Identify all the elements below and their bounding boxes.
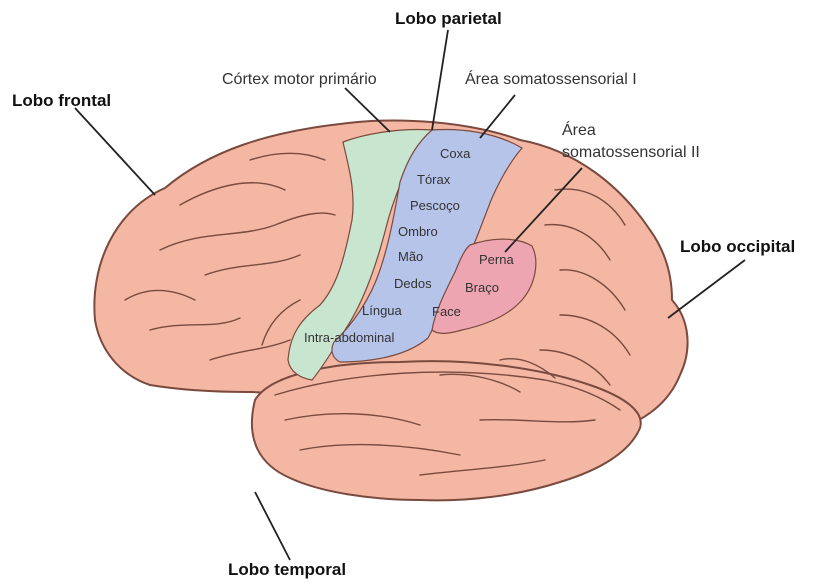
label-lobo-temporal: Lobo temporal	[228, 560, 346, 579]
part-pescoco: Pescoço	[410, 198, 460, 213]
label-somatossensorial-2-line1: Área	[562, 120, 596, 139]
label-lobo-parietal: Lobo parietal	[395, 9, 502, 28]
part-coxa: Coxa	[440, 146, 471, 161]
part-dedos: Dedos	[394, 276, 432, 291]
leader-frontal	[75, 108, 155, 195]
label-somatossensorial-2-line2: somatossensorial II	[562, 144, 700, 161]
label-somatossensorial-1: Área somatossensorial I	[465, 69, 637, 88]
part-perna: Perna	[479, 252, 514, 267]
part-braco: Braço	[465, 280, 499, 295]
leader-s1	[480, 95, 515, 138]
part-intra-abdominal: Intra-abdominal	[304, 330, 394, 345]
label-cortex-motor: Córtex motor primário	[222, 71, 377, 88]
part-face: Face	[432, 304, 461, 319]
label-lobo-frontal: Lobo frontal	[12, 91, 111, 110]
part-lingua: Língua	[362, 303, 403, 318]
temporal-lobe-shape	[252, 361, 641, 500]
part-mao: Mão	[398, 249, 423, 264]
label-lobo-occipital: Lobo occipital	[680, 237, 795, 256]
leader-occipital	[668, 260, 745, 318]
leader-temporal	[255, 492, 290, 560]
part-ombro: Ombro	[398, 224, 438, 239]
part-torax: Tórax	[417, 172, 451, 187]
leader-parietal	[432, 30, 448, 130]
